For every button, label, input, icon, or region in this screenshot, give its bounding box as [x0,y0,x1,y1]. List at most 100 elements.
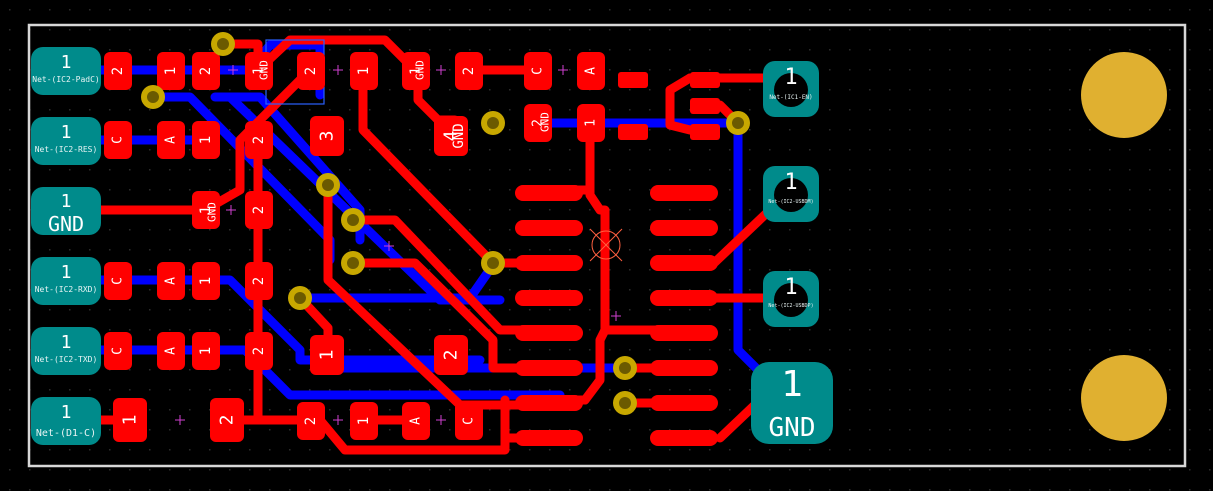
smd-pad[interactable]: 2 [245,262,273,300]
smd-pad[interactable]: C [104,262,132,300]
smd-pad-label: 2 [198,67,214,75]
smd-pad[interactable]: 1 [310,335,344,375]
smd-pad-label: 1 [356,67,372,75]
connector-6[interactable]: 1 Net-(D1-C) [31,397,101,445]
smd-pad-body [310,116,344,156]
smd-pad-body [524,52,552,90]
smd-pad[interactable]: 2 [297,402,325,440]
via-hole [217,38,229,50]
smd-pad-body [402,402,430,440]
smd-pad[interactable]: A [402,402,430,440]
smd-pad[interactable]: A [577,52,605,90]
smd-pad-body [104,262,132,300]
smd-pad[interactable]: A [157,121,185,159]
ic1-pad-5 [690,124,720,140]
smd-pad[interactable]: 1 [350,52,378,90]
via-hole [322,179,334,191]
ic2-pad-left-4 [515,290,583,306]
smd-pad-label: 2 [461,67,477,75]
smd-pad-body [297,402,325,440]
smd-pad-body [402,52,430,90]
right-connector-usbdp[interactable]: 1 Net-(IC2-USBDP) [763,271,819,327]
trace-front-26 [315,395,510,455]
smd-pad-label: A [409,417,424,425]
smd-pad[interactable]: 1 [350,402,378,440]
smd-pad-body [350,402,378,440]
via-hole [619,397,631,409]
ic1-pad-3 [690,72,720,88]
right-connector-usbdp-number: 1 [784,275,797,300]
smd-pad[interactable]: 1 [577,104,605,142]
via-hole [732,117,744,129]
gnd-pad-label: GND [258,60,271,80]
smd-pad[interactable]: 1 [192,332,220,370]
smd-pad[interactable]: 2 [245,121,273,159]
smd-pad[interactable]: 3 [310,116,344,156]
smd-pad[interactable]: A [157,262,185,300]
right-connector-gnd[interactable]: 1 GND [751,362,833,444]
connector-4[interactable]: 1 Net-(IC2-RXD) [31,257,101,305]
connector-2-net: Net-(IC2-RES) [35,145,98,154]
smd-pad[interactable]: 1 [245,52,273,90]
smd-pad[interactable]: C [104,121,132,159]
smd-pad[interactable]: 1 [192,262,220,300]
smd-pad-label: 1 [163,67,179,75]
smd-pad[interactable]: 2 [210,398,244,442]
ic2-pad-left-8 [515,430,583,446]
smd-pad[interactable]: C [104,332,132,370]
connector-2[interactable]: 1 Net-(IC2-RES) [31,117,101,165]
smd-pad[interactable]: 4 [434,116,468,156]
smd-pad[interactable]: 1 [402,52,430,90]
smd-pad-label: 1 [198,136,214,144]
smd-pad-label: A [164,347,179,355]
right-connector-en[interactable]: 1 Net-(IC1-EN) [763,61,819,117]
smd-pad-label: 1 [198,277,214,285]
smd-pad-label: 1 [120,415,141,426]
right-connector-usbdm-net: Net-(IC2-USBDM) [768,199,813,205]
smd-pad-body [577,104,605,142]
smd-pad[interactable]: A [157,332,185,370]
ic2-pad-left-7 [515,395,583,411]
smd-pad[interactable]: 1 [192,191,220,229]
smd-pad-label: 2 [110,67,126,75]
smd-pad-label: 3 [317,131,338,142]
right-connector-en-net: Net-(IC1-EN) [769,94,812,101]
smd-pad[interactable]: 2 [434,335,468,375]
ic2-footprint [515,185,718,446]
gnd-pad-label: GND [539,112,552,132]
smd-pad[interactable]: 2 [245,332,273,370]
connector-1-number: 1 [61,52,72,73]
smd-pad[interactable]: 2 [455,52,483,90]
smd-pad-label: 2 [251,206,267,214]
smd-pad-body [104,332,132,370]
connector-5[interactable]: 1 Net-(IC2-TXD) [31,327,101,375]
smd-pad-body [157,121,185,159]
smd-pad[interactable]: C [455,402,483,440]
smd-pad[interactable]: 1 [113,398,147,442]
smd-pad-body [297,52,325,90]
trace-front-19 [665,73,695,135]
smd-pad-body [245,262,273,300]
smd-pad[interactable]: 2 [192,52,220,90]
smd-pad[interactable]: C [524,52,552,90]
smd-pad[interactable]: 1 [157,52,185,90]
smd-pad-body [157,262,185,300]
ic2-pad-left-6 [515,360,583,376]
smd-pad-body [157,332,185,370]
ic2-pad-right-2 [650,220,718,236]
connector-1[interactable]: 1 Net-(IC2-PadC) [31,47,101,95]
smd-pad-body [245,332,273,370]
connector-3[interactable]: 1 GND [31,187,101,236]
smd-pad-body [434,335,468,375]
smd-pad[interactable]: 2 [245,191,273,229]
ic2-pad-right-5 [650,325,718,341]
smd-pad[interactable]: 1 [192,121,220,159]
smd-pad[interactable]: 2 [104,52,132,90]
smd-pad-body [455,52,483,90]
smd-pad-body [104,121,132,159]
smd-pad[interactable]: 2 [297,52,325,90]
right-connector-usbdm[interactable]: 1 Net-(IC2-USBDM) [763,166,819,222]
ic1-pad-1 [618,72,648,88]
smd-pad[interactable]: 2 [524,104,552,142]
